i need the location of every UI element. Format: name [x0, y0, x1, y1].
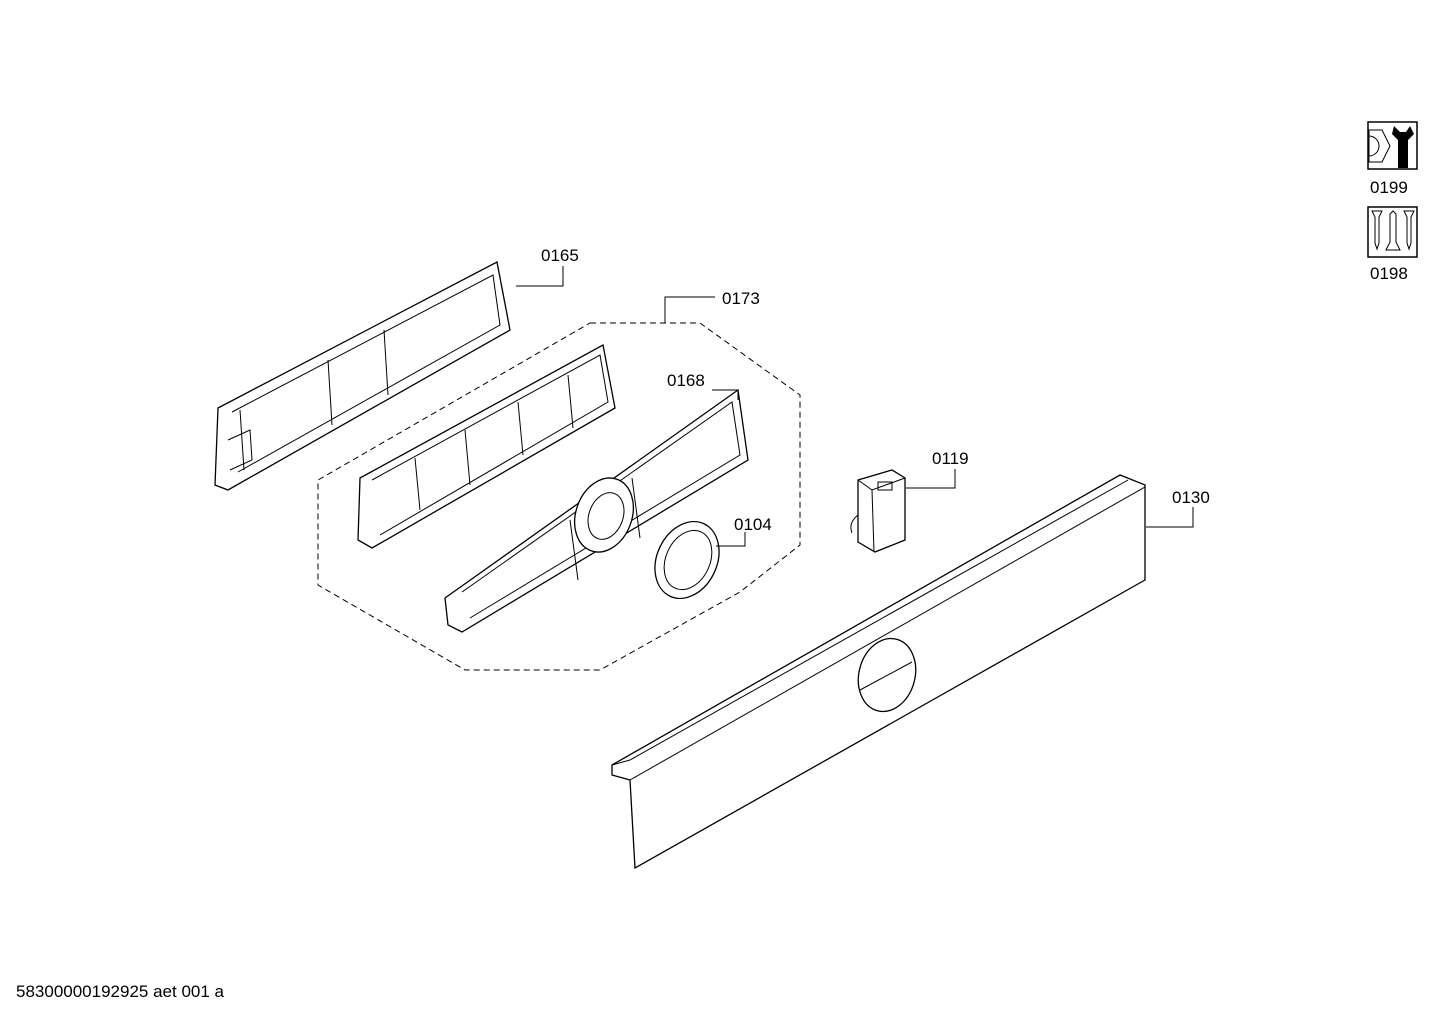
part-0130[interactable]: [611, 474, 1146, 870]
leader-0104: [716, 532, 746, 547]
part-0119[interactable]: [850, 469, 906, 553]
part-0173-board[interactable]: [357, 344, 616, 549]
part-0168[interactable]: [444, 388, 749, 633]
screws-icon[interactable]: [1367, 206, 1418, 258]
leader-0168: [712, 389, 739, 400]
leader-0173: [664, 296, 715, 323]
document-id-footer: 58300000192925 aet 001 a: [16, 982, 224, 1001]
label-0173[interactable]: 0173: [722, 289, 760, 308]
legend-label-0198[interactable]: 0198: [1370, 264, 1408, 283]
leader-0130: [1146, 507, 1194, 528]
part-0165[interactable]: [214, 261, 511, 491]
label-0130[interactable]: 0130: [1172, 488, 1210, 507]
label-0119[interactable]: 0119: [932, 449, 969, 468]
legend-label-0199[interactable]: 0199: [1370, 178, 1408, 197]
label-0104[interactable]: 0104: [734, 515, 772, 534]
nut-and-wrench-icon[interactable]: [1367, 121, 1418, 170]
leader-0165: [516, 266, 564, 287]
leader-0119: [906, 469, 956, 489]
group-outline-0173: [317, 322, 801, 671]
part-0104[interactable]: [643, 511, 731, 609]
label-0165[interactable]: 0165: [541, 246, 579, 265]
label-0168[interactable]: 0168: [667, 371, 705, 390]
